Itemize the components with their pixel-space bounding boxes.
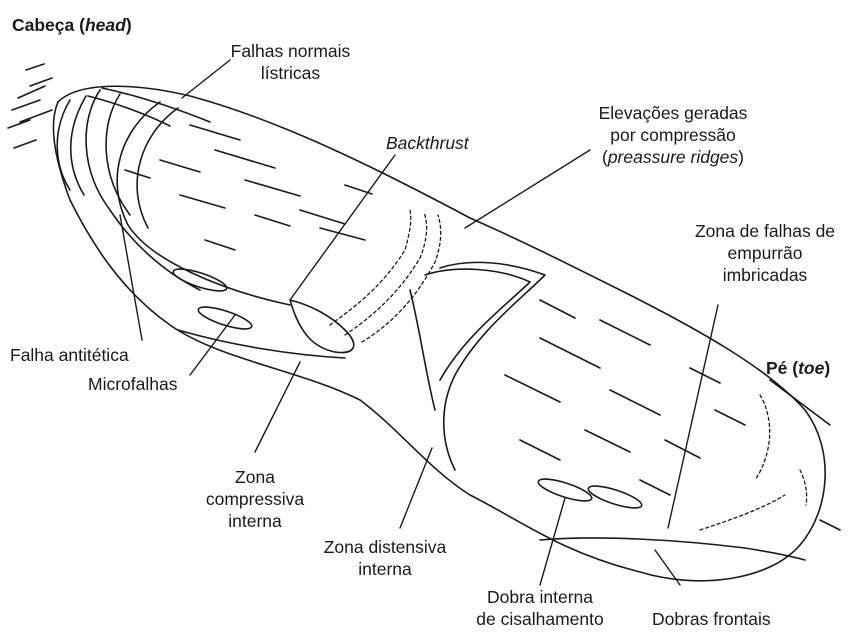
pressure-ridges-close: ) [738, 147, 744, 167]
imbricate-thrusts-line3: imbricadas [676, 264, 854, 286]
imbricate-thrusts-line2: empurrão [676, 242, 854, 264]
frontal-folds-label: Dobras frontais [652, 608, 771, 630]
microfaults-label: Microfalhas [88, 373, 177, 395]
toe-label: Pé (toe) [766, 357, 830, 379]
toe-label-close: ) [824, 358, 830, 378]
toe-label-text: Pé ( [766, 358, 798, 378]
head-scarp-hatches [8, 64, 52, 148]
internal-compressive-line3: interna [200, 510, 310, 532]
toe-scarp-line [770, 380, 830, 425]
internal-shear-fold-line1: Dobra interna [455, 586, 625, 608]
pressure-ridges-line1: Elevações geradas [578, 102, 768, 124]
imbricate-thrusts-line1: Zona de falhas de [676, 220, 854, 242]
internal-shear-fold-label: Dobra interna de cisalhamento [455, 586, 625, 630]
pressure-ridges-label: Elevações geradas por compressão (preass… [578, 102, 768, 168]
toe-surface-dashes [505, 300, 745, 495]
backthrust-label: Backthrust [386, 132, 469, 154]
toe-label-em: toe [798, 358, 824, 378]
pressure-ridges-line2: por compressão [578, 124, 768, 146]
frontal-thrust [540, 538, 805, 560]
internal-compressive-line2: compressiva [200, 488, 310, 510]
listric-faults-line2: lístricas [213, 62, 368, 84]
middle-fault-block [425, 262, 545, 470]
internal-compressive-line1: Zona [200, 466, 310, 488]
head-label-close: ) [126, 15, 132, 35]
imbricate-thrusts-label: Zona de falhas de empurrão imbricadas [676, 220, 854, 286]
pressure-ridges-em: preassure ridges [608, 147, 738, 167]
head-label-em: head [85, 15, 126, 35]
internal-extensional-line2: interna [310, 558, 460, 580]
backthrust-fault [290, 300, 354, 353]
internal-shear-fold-line2: de cisalhamento [455, 608, 625, 630]
listric-faults-label: Falhas normais lístricas [213, 40, 368, 84]
pressure-ridges-line3: (preassure ridges) [578, 146, 768, 168]
fault-trace [410, 290, 435, 410]
pressure-ridge-arcs [330, 210, 441, 342]
imbricate-thrust-arcs [700, 395, 807, 530]
head-surface-dashes [125, 125, 372, 250]
internal-extensional-label: Zona distensiva interna [310, 536, 460, 580]
listric-faults-line1: Falhas normais [213, 40, 368, 62]
internal-extensional-line1: Zona distensiva [310, 536, 460, 558]
antithetic-fault-label: Falha antitética [10, 344, 129, 366]
head-label-text: Cabeça ( [12, 15, 85, 35]
internal-compressive-label: Zona compressiva interna [200, 466, 310, 532]
head-label: Cabeça (head) [12, 14, 132, 36]
